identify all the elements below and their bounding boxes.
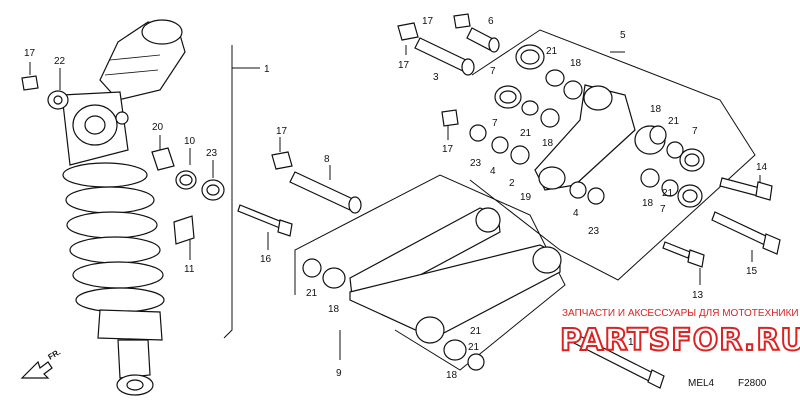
callout-21: 21 (306, 288, 318, 299)
callout-15: 15 (746, 266, 758, 277)
callout-21: 21 (468, 342, 480, 353)
callout-21: 21 (520, 128, 532, 139)
leader-lines (29, 29, 761, 371)
callout-17: 17 (24, 48, 36, 59)
callout-7: 7 (660, 204, 666, 215)
callout-17: 17 (422, 16, 434, 27)
callout-11: 11 (184, 264, 195, 275)
callout-18: 18 (650, 104, 662, 115)
callout-23: 23 (588, 226, 600, 237)
callout-18: 18 (642, 198, 654, 209)
callout-7: 7 (490, 66, 496, 77)
callout-9: 9 (336, 368, 342, 379)
callout-4: 4 (573, 208, 579, 219)
callout-17: 17 (398, 60, 410, 71)
bolts-left (237, 13, 500, 237)
callout-12: 12 (628, 337, 640, 348)
callout-16: 16 (260, 254, 272, 265)
callout-4: 4 (490, 166, 496, 177)
callout-21: 21 (668, 116, 680, 127)
diagram-code: MEL4 (688, 378, 715, 389)
callout-14: 14 (756, 162, 768, 173)
bolts-right (563, 177, 781, 389)
callout-10: 10 (184, 136, 196, 147)
callout-17: 17 (442, 144, 454, 155)
callout-23: 23 (206, 148, 218, 159)
callout-2: 2 (509, 178, 515, 189)
shock-arm-assembly (441, 44, 705, 208)
front-label: FR. (47, 347, 63, 361)
callout-23: 23 (470, 158, 482, 169)
callout-6: 6 (488, 16, 494, 27)
callout-18: 18 (446, 370, 458, 381)
callout-1: 1 (264, 64, 270, 75)
callout-7: 7 (492, 118, 498, 129)
callout-21: 21 (470, 326, 482, 337)
shock-absorber (61, 19, 186, 396)
callout-8: 8 (324, 154, 330, 165)
front-direction-arrow (20, 360, 53, 379)
callout-19: 19 (520, 192, 532, 203)
callout-18: 18 (328, 304, 340, 315)
callout-22: 22 (54, 56, 66, 67)
connecting-rod (302, 207, 562, 371)
watermark-logo: PARTSFOR.RU (560, 323, 800, 358)
callout-20: 20 (152, 122, 164, 133)
figure-code: F2800 (738, 378, 767, 389)
watermark-tagline: ЗАПЧАСТИ И АКСЕССУАРЫ ДЛЯ МОТОТЕХНИКИ (562, 308, 799, 319)
callout-17: 17 (276, 126, 288, 137)
callout-7: 7 (692, 126, 698, 137)
watermark: ЗАПЧАСТИ И АКСЕССУАРЫ ДЛЯ МОТОТЕХНИКИ PA… (559, 308, 800, 359)
callout-3: 3 (433, 72, 439, 83)
left-small-parts (21, 75, 225, 245)
callout-21: 21 (546, 46, 558, 57)
callout-18: 18 (542, 138, 554, 149)
callout-21: 21 (662, 188, 674, 199)
callout-labels: 1 2 3 4 4 5 6 7 7 7 7 8 9 10 11 12 13 14… (24, 16, 768, 381)
callout-5: 5 (620, 30, 626, 41)
callout-13: 13 (692, 290, 704, 301)
callout-18: 18 (570, 58, 582, 69)
